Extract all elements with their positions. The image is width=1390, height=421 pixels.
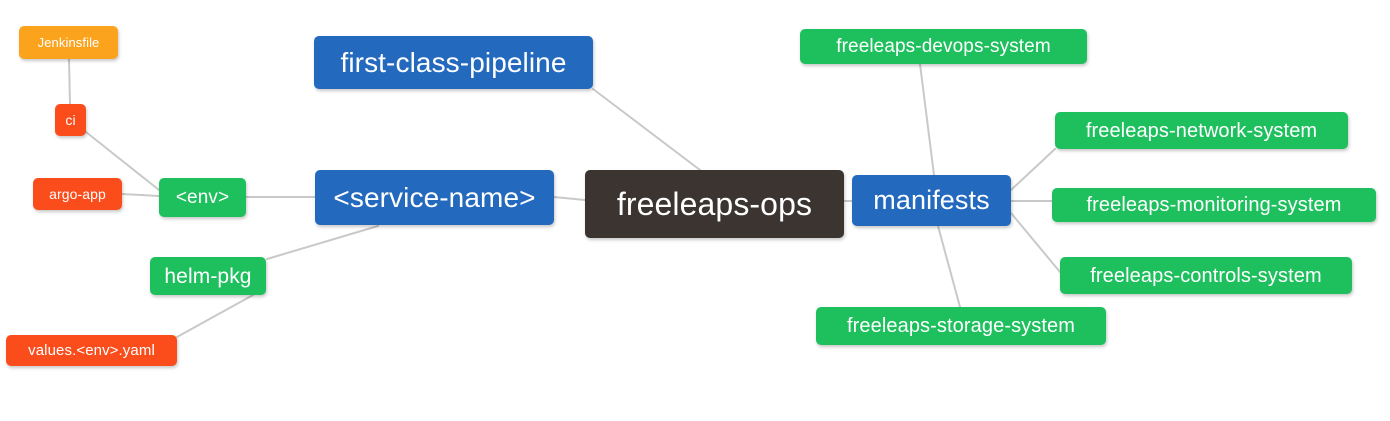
edge-first-class-pipeline-to-freeleaps-ops xyxy=(592,88,701,171)
mindmap-node-helm-pkg[interactable]: helm-pkg xyxy=(150,257,266,295)
mindmap-node-freeleaps-controls-system[interactable]: freeleaps-controls-system xyxy=(1060,257,1352,294)
edge-service-name-to-freeleaps-ops xyxy=(553,196,586,201)
edge-freeleaps-storage-system-to-manifests xyxy=(937,225,961,308)
edge-helm-pkg-to-service-name xyxy=(266,225,379,260)
mindmap-node-freeleaps-devops-system[interactable]: freeleaps-devops-system xyxy=(800,29,1087,64)
mindmap-node-manifests[interactable]: manifests xyxy=(852,175,1011,226)
mindmap-node-freeleaps-monitoring-system[interactable]: freeleaps-monitoring-system xyxy=(1052,188,1376,222)
mindmap-node-values-env-yaml[interactable]: values.<env>.yaml xyxy=(6,335,177,366)
mindmap-node-env[interactable]: <env> xyxy=(159,178,246,217)
edge-jenkinsfile-to-ci xyxy=(68,58,71,105)
mindmap-node-freeleaps-storage-system[interactable]: freeleaps-storage-system xyxy=(816,307,1106,345)
edge-freeleaps-devops-system-to-manifests xyxy=(919,63,935,176)
mindmap-node-jenkinsfile[interactable]: Jenkinsfile xyxy=(19,26,118,59)
mindmap-node-ci[interactable]: ci xyxy=(55,104,86,136)
mindmap-node-freeleaps-ops[interactable]: freeleaps-ops xyxy=(585,170,844,238)
mindmap-node-service-name[interactable]: <service-name> xyxy=(315,170,554,225)
mindmap-node-first-class-pipeline[interactable]: first-class-pipeline xyxy=(314,36,593,89)
mindmap-node-argo-app[interactable]: argo-app xyxy=(33,178,122,210)
edge-freeleaps-controls-system-to-manifests xyxy=(1010,212,1061,273)
mindmap-node-freeleaps-network-system[interactable]: freeleaps-network-system xyxy=(1055,112,1348,149)
edge-values-env-yaml-to-helm-pkg xyxy=(176,294,254,338)
edge-argo-app-to-env xyxy=(121,193,160,197)
edge-freeleaps-network-system-to-manifests xyxy=(1010,148,1056,191)
